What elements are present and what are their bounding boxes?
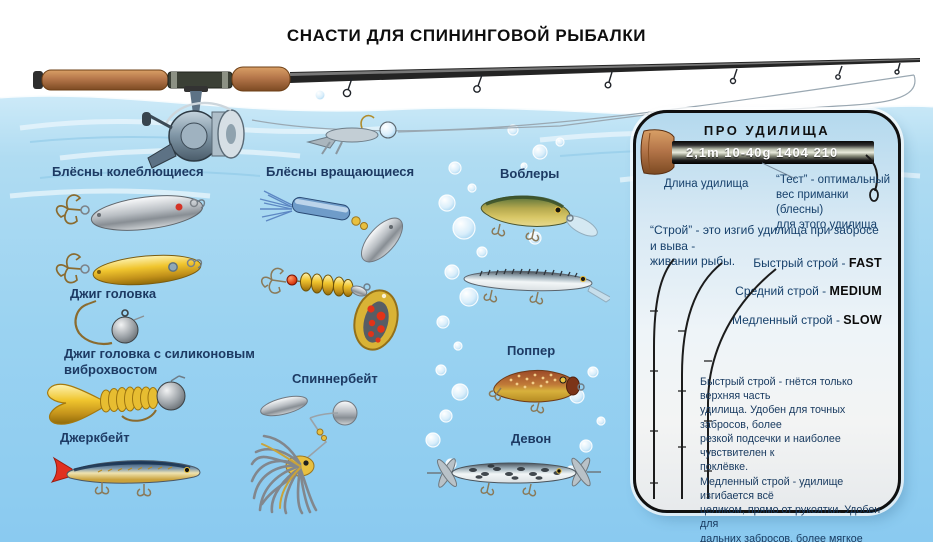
label-jerkbait: Джеркбейт xyxy=(60,430,130,445)
lure-minnow xyxy=(463,268,610,305)
label-wobblers: Воблеры xyxy=(500,166,560,181)
rod-foregrip xyxy=(231,66,291,92)
reel-handle xyxy=(142,112,151,126)
lure-crankbait xyxy=(480,195,598,242)
action-medium: Средний строй - MEDIUM xyxy=(662,284,882,298)
action-slow: Медленный строй - SLOW xyxy=(662,313,882,327)
test-pointer-line xyxy=(761,162,797,180)
action-description: Быстрый строй - гнётся только верхняя ча… xyxy=(700,376,881,542)
action-medium-ru: Средний строй - xyxy=(735,284,830,298)
rod-marking: 2,1m 10-40g 1404 210 xyxy=(672,141,874,164)
rod-info-panel: ПРО УДИЛИЩА 2,1m 10-40g 1404 210 Длина у… xyxy=(633,110,901,542)
reel-bail xyxy=(164,101,232,125)
action-medium-en: MEDIUM xyxy=(829,284,882,298)
action-slow-ru: Медленный строй - xyxy=(731,313,844,327)
label-devon: Девон xyxy=(511,431,552,446)
label-popper: Поппер xyxy=(507,343,556,358)
label-spinners: Блёсны вращающиеся xyxy=(266,164,415,179)
treble-hook xyxy=(55,194,82,225)
action-fast-ru: Быстрый строй - xyxy=(753,256,849,270)
lure-spinner-blue xyxy=(259,190,403,263)
action-slow-en: SLOW xyxy=(843,313,882,327)
line-bait xyxy=(306,114,397,155)
lure-jig-soft-tail xyxy=(47,375,186,425)
rod-butt-illustration xyxy=(640,129,675,175)
label-spoons: Блёсны колеблющиеся xyxy=(52,164,204,179)
label-spinnerbait: Спиннербейт xyxy=(292,371,378,386)
lure-popper xyxy=(488,370,585,414)
rod-guide-illustration xyxy=(865,154,879,202)
spinning-rod xyxy=(33,58,920,98)
lure-spinner-gold xyxy=(261,267,399,351)
action-fast-en: FAST xyxy=(848,256,882,270)
rod-guides xyxy=(342,62,901,98)
lure-spoon-silver xyxy=(55,194,206,231)
rod-butt-cap xyxy=(33,71,43,89)
lure-spoon-gold xyxy=(55,253,203,286)
bubbles xyxy=(314,89,606,475)
label-jig-head: Джиг головка xyxy=(70,286,157,301)
spinning-reel xyxy=(142,86,245,169)
action-fast: Быстрый строй - FAST xyxy=(662,256,882,270)
rod-length-label: Длина удилища xyxy=(664,178,749,190)
rod-bend-curves xyxy=(650,258,777,499)
label-jig-soft: Джиг головка с силиконовым виброхвостом xyxy=(64,346,255,378)
rod-test-note: “Тест” - оптимальный вес приманки (блесн… xyxy=(776,174,891,231)
panel-title: ПРО УДИЛИЩА xyxy=(703,123,831,138)
lure-jerkbait xyxy=(50,456,201,497)
rod-action-note: “Строй” - это изгиб удилища при забросе … xyxy=(650,223,879,269)
lure-spinnerbait xyxy=(250,395,358,515)
lure-devon xyxy=(427,457,601,497)
lure-jig-head xyxy=(74,300,145,346)
page-title: СНАСТИ ДЛЯ СПИНИНГОВОЙ РЫБАЛКИ xyxy=(286,26,647,45)
